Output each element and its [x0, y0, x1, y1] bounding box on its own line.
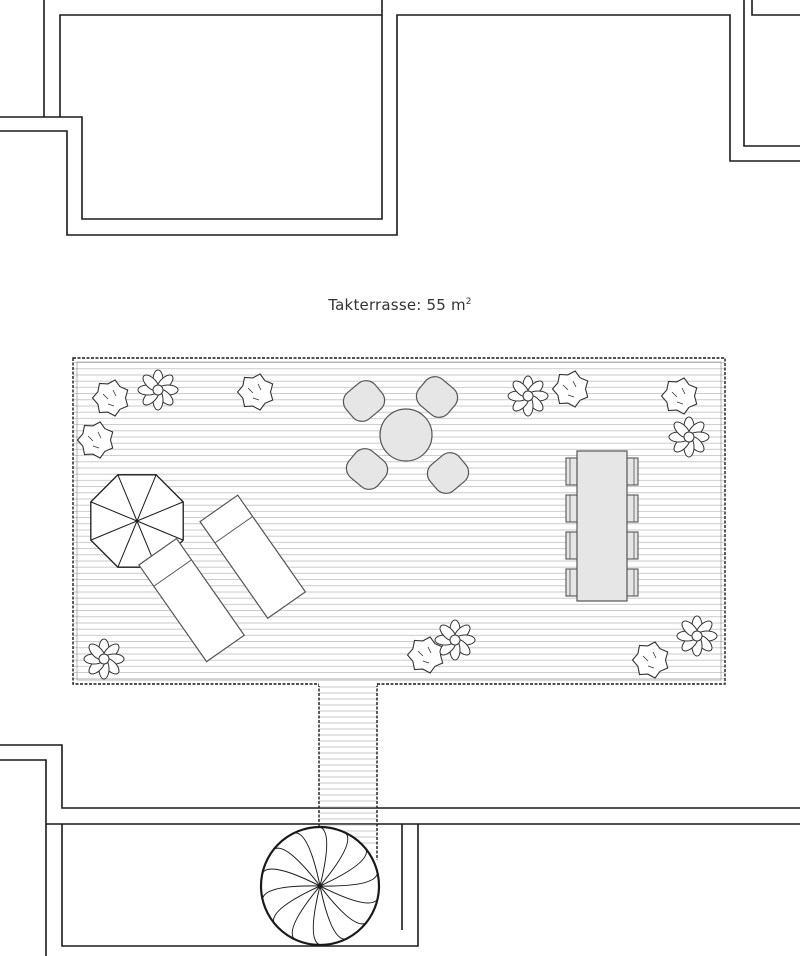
- flower-plant-icon: [137, 369, 179, 411]
- chair: [426, 452, 470, 494]
- round-table: [379, 408, 433, 462]
- parasol: [90, 474, 184, 568]
- stair-step: [319, 832, 349, 887]
- dining-table: [576, 450, 628, 602]
- shrub-icon: [406, 636, 444, 674]
- terrace-area-label: Takterrasse: 55 m2: [0, 296, 800, 314]
- area-exponent: 2: [465, 297, 472, 307]
- area-value: 55: [426, 296, 446, 314]
- flower-plant-icon: [507, 375, 549, 417]
- stair-step: [319, 885, 367, 925]
- chair: [415, 376, 459, 418]
- stair-step: [319, 849, 367, 887]
- parasol-rib: [136, 474, 157, 522]
- parasol-rib: [90, 520, 138, 541]
- stair-step: [312, 885, 321, 946]
- stair-step: [319, 872, 379, 887]
- shrub-icon: [631, 641, 669, 679]
- sun-lounger-right: [199, 494, 307, 620]
- stair-step: [319, 885, 378, 904]
- area-unit: m: [450, 296, 466, 314]
- stair-step: [294, 832, 321, 887]
- lower-building-walls: [0, 744, 800, 956]
- parasol-rib: [90, 501, 138, 522]
- shrub-icon: [660, 377, 698, 415]
- shrub-icon: [91, 379, 129, 417]
- shrub-icon: [236, 373, 274, 411]
- terrace-name: Takterrasse:: [328, 296, 422, 314]
- flower-plant-icon: [676, 615, 718, 657]
- parasol-rib: [136, 501, 184, 522]
- walkway: [318, 682, 378, 860]
- flower-plant-icon: [668, 416, 710, 458]
- stair-step: [291, 885, 321, 940]
- plants: [76, 369, 718, 680]
- stair-step: [319, 885, 346, 940]
- flower-plant-icon: [83, 638, 125, 680]
- stair-step: [273, 885, 321, 923]
- stair-step: [261, 885, 321, 900]
- round-table-set: [342, 376, 470, 494]
- parasol-rib: [136, 520, 184, 541]
- flower-plant-icon: [434, 619, 476, 661]
- chair: [345, 448, 389, 490]
- stair-step: [262, 868, 321, 887]
- spiral-staircase: [259, 825, 381, 947]
- dining-table-set: [565, 450, 639, 602]
- parasol-rib: [117, 520, 138, 568]
- upper-building-walls: [0, 0, 800, 236]
- shrub-icon: [551, 370, 589, 408]
- stair-step: [273, 847, 321, 887]
- shrub-icon: [76, 421, 114, 459]
- parasol-rib: [117, 474, 138, 522]
- chair: [342, 380, 386, 422]
- stair-step: [319, 826, 328, 887]
- sun-lounger-left: [138, 537, 246, 663]
